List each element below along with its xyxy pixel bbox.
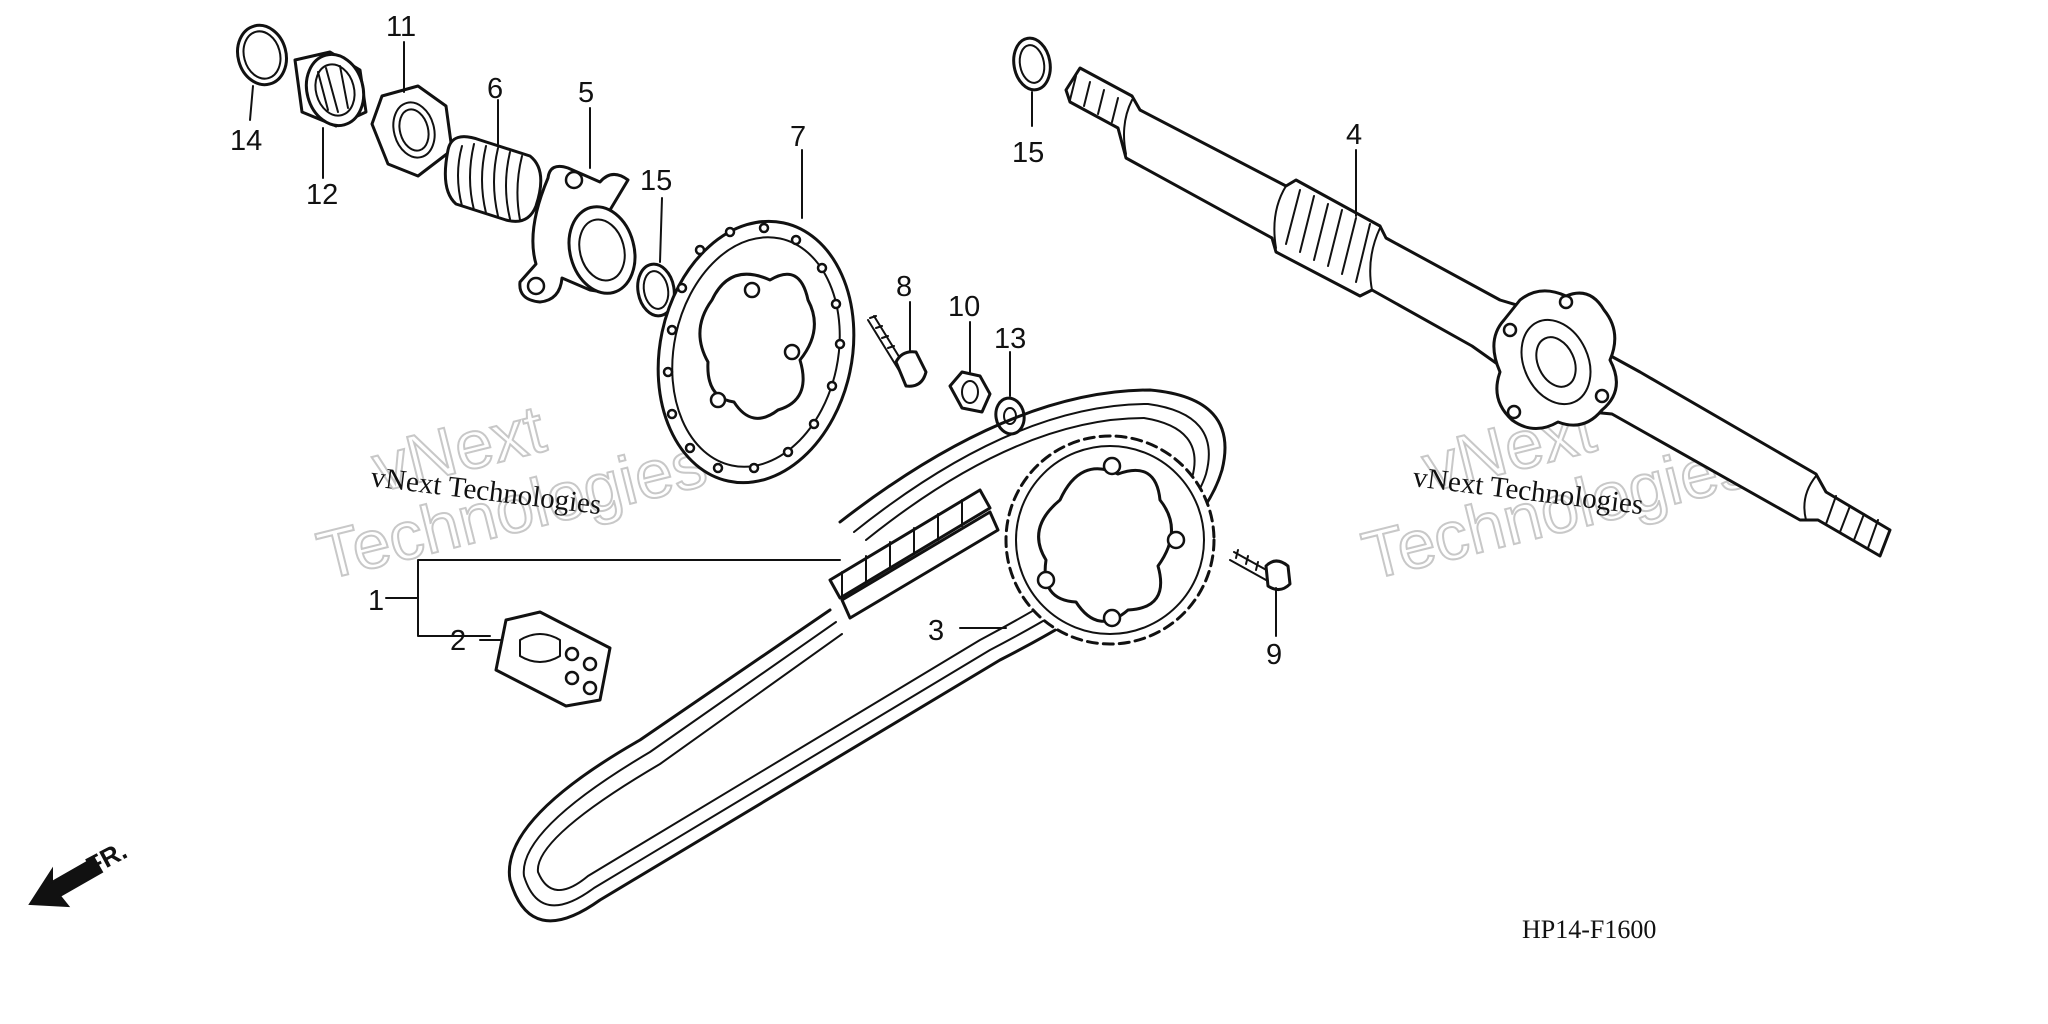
axle-hub-flange bbox=[1492, 289, 1618, 430]
watermark-left: vNext Technologies vNext Technologies bbox=[309, 390, 715, 596]
callout-12: 12 bbox=[306, 179, 338, 211]
part-12-lock-nut bbox=[293, 50, 368, 179]
callout-3: 3 bbox=[928, 615, 944, 647]
callout-15-right: 15 bbox=[1012, 137, 1044, 169]
chain-links bbox=[828, 488, 1000, 620]
part-15-oring-right bbox=[1012, 36, 1052, 127]
part-8-bolt bbox=[867, 301, 928, 388]
part-15-oring-left bbox=[636, 197, 676, 318]
callout-8: 8 bbox=[896, 271, 912, 303]
callout-7: 7 bbox=[790, 121, 806, 153]
part-9-bolt bbox=[1229, 549, 1292, 637]
callout-13: 13 bbox=[994, 323, 1026, 355]
part-10-nut bbox=[948, 321, 992, 414]
callout-15-left: 15 bbox=[640, 165, 672, 197]
callout-4: 4 bbox=[1346, 119, 1362, 151]
figure-code: HP14-F1600 bbox=[1522, 915, 1656, 944]
callout-14: 14 bbox=[230, 125, 262, 157]
part-2-master-link bbox=[479, 610, 612, 708]
part-7-brake-disc bbox=[656, 149, 856, 485]
callout-10: 10 bbox=[948, 291, 980, 323]
part-11-hex-nut bbox=[370, 41, 454, 178]
part-5-hub bbox=[518, 107, 637, 304]
part-6-bearing bbox=[443, 99, 543, 223]
part-1-drive-chain bbox=[385, 388, 1227, 923]
callout-1: 1 bbox=[368, 585, 384, 617]
callout-5: 5 bbox=[578, 77, 594, 109]
callout-11: 11 bbox=[386, 11, 416, 43]
callout-2: 2 bbox=[450, 625, 466, 657]
callout-6: 6 bbox=[487, 73, 503, 105]
part-4-rear-axle bbox=[1064, 66, 1892, 558]
callout-9: 9 bbox=[1266, 639, 1282, 671]
part-3-sprocket bbox=[959, 434, 1216, 646]
front-direction-marker: FR. bbox=[28, 835, 132, 908]
disc-vent-holes bbox=[662, 222, 846, 474]
arrow-left-icon bbox=[28, 856, 104, 908]
part-14-snap-ring bbox=[236, 23, 288, 121]
part-13-washer bbox=[994, 351, 1026, 436]
